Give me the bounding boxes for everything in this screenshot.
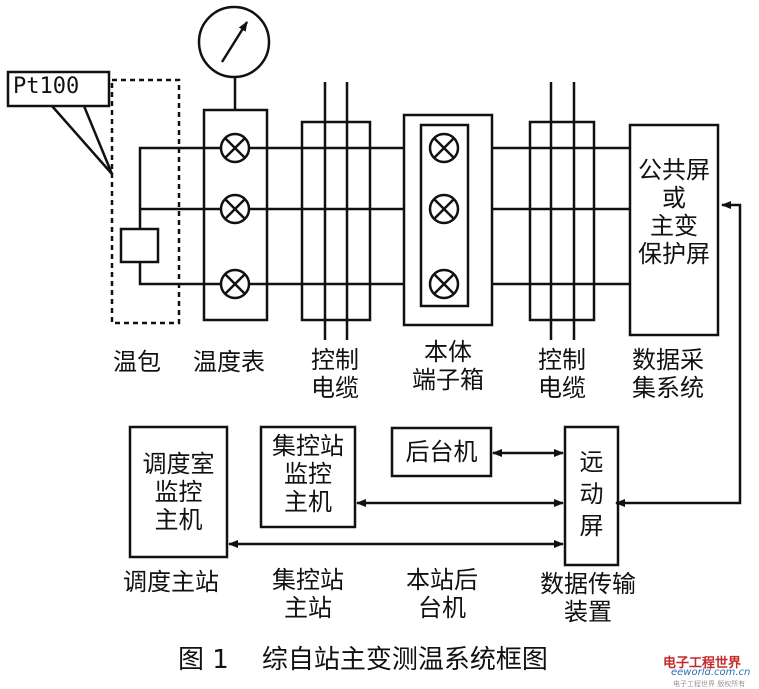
- protection-panel-line1: 公共屏: [638, 156, 710, 184]
- control-cable-2-line1: 控制: [538, 346, 586, 374]
- central-host-line1: 集控站: [272, 432, 344, 460]
- protection-panel-line2: 或: [662, 184, 686, 212]
- watermark-sub: eeworld.com.cn: [671, 667, 751, 678]
- temp-meter-box: [202, 108, 269, 322]
- dial-needle: [220, 21, 249, 63]
- data-acq-line2: 集系统: [632, 374, 704, 402]
- protection-panel-line3: 主变: [650, 212, 698, 240]
- watermark-tiny: 电子工程世界 版权所有: [673, 680, 746, 688]
- backend-pc-box: [390, 426, 493, 478]
- control-cable-2: [528, 82, 596, 340]
- panel-to-rtu-link: [615, 201, 742, 507]
- transmission-line1: 数据传输: [540, 570, 636, 598]
- wires-meter-to-terminal: [267, 146, 404, 286]
- protection-panel-line4: 保护屏: [638, 240, 710, 268]
- temp-meter-lamps: [219, 132, 251, 300]
- control-cable-1: [300, 82, 372, 340]
- data-acq-line1: 数据采: [632, 346, 704, 374]
- terminal-box-line2: 端子箱: [412, 366, 484, 394]
- watermark-logo: 电子工程世界 eeworld.com.cn 电子工程世界 版权所有: [657, 652, 755, 688]
- dispatch-host-box: [128, 425, 229, 559]
- central-host-line2: 监控: [284, 460, 332, 488]
- terminal-box-inner: [419, 123, 470, 308]
- pt100-callout-box: [6, 70, 111, 108]
- watermark-main: 电子工程世界: [663, 656, 742, 671]
- terminal-box-line1: 本体: [424, 338, 472, 366]
- terminal-box-outer: [402, 113, 494, 327]
- wires-terminal-to-panel: [492, 146, 630, 286]
- dispatch-host-line3: 主机: [154, 506, 203, 534]
- central-station-line2: 主站: [284, 594, 332, 622]
- dispatch-host-line1: 调度室: [142, 450, 215, 478]
- temp-bulb-box: [110, 78, 181, 325]
- temp-bulb-element: [119, 227, 160, 264]
- bulb-wire-1: [138, 146, 204, 229]
- pt100-label: Pt100: [13, 74, 80, 99]
- backend-pc-label: 后台机: [405, 438, 478, 466]
- terminal-box-lamps: [428, 132, 460, 300]
- temp-meter-label: 温度表: [193, 348, 265, 376]
- rtu-panel-box: [563, 425, 620, 567]
- transmission-line2: 装置: [564, 598, 612, 626]
- control-cable-2-line2: 电缆: [538, 374, 586, 402]
- meter-lamp-wires: [204, 146, 267, 286]
- central-host-line3: 主机: [284, 488, 332, 516]
- figure-caption: 图 1 综自站主变测温系统框图: [178, 645, 548, 675]
- dispatch-station-label: 调度主站: [123, 568, 219, 596]
- rtu-panel-line3: 屏: [579, 512, 604, 540]
- central-host-box: [259, 425, 357, 529]
- local-backend-line1: 本站后: [406, 566, 478, 594]
- control-cable-1-line2: 电缆: [311, 374, 359, 402]
- rtu-panel-line2: 动: [579, 480, 604, 508]
- rtu-panel-line1: 远: [579, 448, 604, 476]
- dispatch-host-line2: 监控: [154, 478, 203, 506]
- pt100-callout-pointer: [51, 105, 114, 175]
- local-backend-line2: 台机: [418, 594, 466, 622]
- temp-bulb-label: 温包: [113, 348, 161, 376]
- central-station-line1: 集控站: [272, 566, 344, 594]
- bulb-wire-3: [138, 262, 204, 286]
- control-cable-1-line1: 控制: [311, 346, 359, 374]
